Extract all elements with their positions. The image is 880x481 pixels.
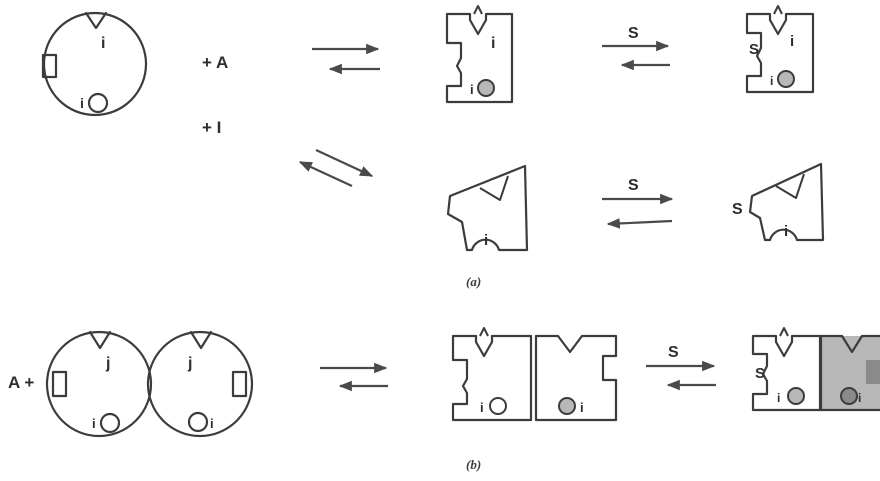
- caption-a: (a): [466, 274, 481, 289]
- equilibrium-arrows-diagonal: [298, 149, 374, 187]
- enzyme-activated-square: i i: [445, 5, 514, 104]
- site-i-label-bottom: i: [80, 95, 84, 111]
- plus-a-label-b: A +: [8, 373, 34, 392]
- site-i-label-wedge-2: i: [784, 223, 788, 240]
- site-i-label-a2-bottom: i: [770, 74, 773, 88]
- site-i-label-b2: i: [210, 416, 214, 431]
- substrate-arrows-b: S: [646, 344, 716, 391]
- substrate-bound-label-2: S: [755, 365, 765, 382]
- plus-a-label: + A: [202, 53, 228, 72]
- dimer-activated-square: i i: [451, 327, 618, 422]
- substrate-label-1: S: [628, 25, 639, 42]
- site-i-label-wedge-1: i: [484, 232, 488, 249]
- enzyme-substrate-complex-square: S i i: [745, 5, 815, 94]
- equilibrium-arrows-b: [320, 362, 388, 392]
- site-j-label-2: j: [187, 355, 192, 372]
- site-i-label-a2: i: [790, 33, 794, 50]
- dimer-round-enzymes: j j i i: [45, 330, 254, 438]
- dimer-substrate-complex: S i i: [751, 327, 880, 412]
- substrate-label-4: S: [668, 344, 679, 361]
- site-i-label-b6: i: [858, 391, 861, 405]
- substrate-arrows-top: S: [602, 25, 670, 71]
- substrate-arrows-bottom: S: [602, 177, 674, 229]
- inhibited-enzyme-substrate: S i: [732, 162, 825, 242]
- plus-i-label: + I: [202, 118, 221, 137]
- site-j-label-1: j: [105, 355, 110, 372]
- equilibrium-arrows-top-1: [312, 43, 380, 75]
- site-i-label-a1-bottom: i: [470, 82, 474, 97]
- substrate-label-2: S: [628, 177, 639, 194]
- enzyme-inhibited-wedge: i: [446, 164, 529, 252]
- site-i-label: i: [101, 35, 105, 52]
- caption-b: (b): [466, 457, 481, 472]
- free-enzyme-round: i i: [41, 11, 148, 117]
- substrate-label-3: S: [732, 201, 743, 218]
- site-i-label-a1: i: [491, 35, 495, 52]
- site-i-label-b5: i: [777, 391, 780, 405]
- site-i-label-b3: i: [480, 400, 484, 415]
- site-i-label-b4: i: [580, 400, 584, 415]
- site-i-label-b1: i: [92, 416, 96, 431]
- substrate-bound-label-1: S: [749, 41, 759, 58]
